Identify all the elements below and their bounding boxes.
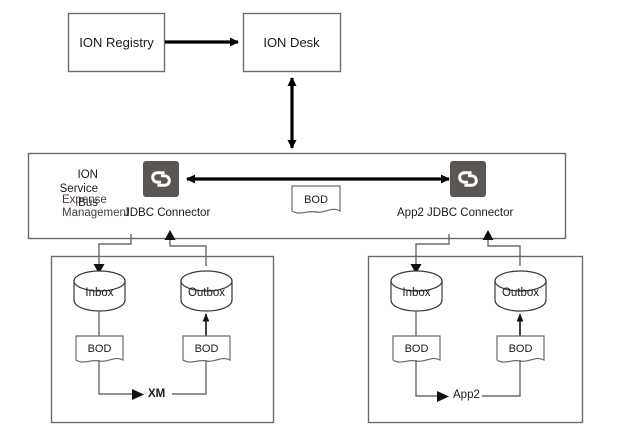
bus-name-line-1: ION (77, 169, 98, 181)
ion-service-bus-name: ION Service Bus (36, 168, 98, 210)
left-connector-to-inbox-line (98, 234, 132, 266)
ion-registry-box[interactable] (67, 12, 166, 73)
left-outbox-bod-document (182, 335, 231, 363)
right-outbox-bod-document (496, 335, 545, 363)
sync-loop-glyph-right (458, 171, 478, 187)
left-outbox-cylinder[interactable] (180, 270, 233, 312)
left-bod-to-app-line (98, 360, 132, 395)
right-app-to-outbox-bod-line (482, 360, 521, 397)
right-bod-to-app-line (415, 360, 437, 397)
right-connector-arrowhead (482, 230, 494, 240)
left-outbox-to-connector-line (169, 238, 207, 266)
right-outbox-cylinder[interactable] (494, 270, 547, 312)
ion-desk-box[interactable] (242, 12, 342, 73)
bus-name-line-3: Bus (78, 197, 98, 209)
bus-bod-document (291, 185, 341, 214)
right-inbox-arrowhead (410, 264, 422, 274)
bus-name-line-2: Service (59, 183, 98, 195)
expense-management-line-1: Expense (62, 194, 107, 206)
left-connector-arrowhead (164, 230, 176, 240)
left-app-arrowhead (132, 389, 144, 400)
right-inbox-bod-document (392, 335, 441, 363)
right-app-arrowhead (437, 391, 449, 402)
left-inbox-arrowhead (93, 264, 105, 274)
expense-management-line-2: Management (62, 207, 130, 219)
left-app-to-outbox-bod-line (172, 360, 207, 395)
right-connector-to-inbox-line (415, 234, 450, 266)
sync-loop-icon[interactable] (143, 161, 179, 197)
left-inbox-bod-document (75, 335, 124, 363)
expense-management-label: Expense Management (62, 194, 129, 220)
right-inbox-cylinder[interactable] (390, 270, 443, 312)
right-outbox-to-connector-line (487, 238, 521, 266)
sync-loop-glyph (151, 171, 171, 187)
sync-loop-icon-right[interactable] (450, 161, 486, 197)
left-inbox-cylinder[interactable] (73, 270, 126, 312)
